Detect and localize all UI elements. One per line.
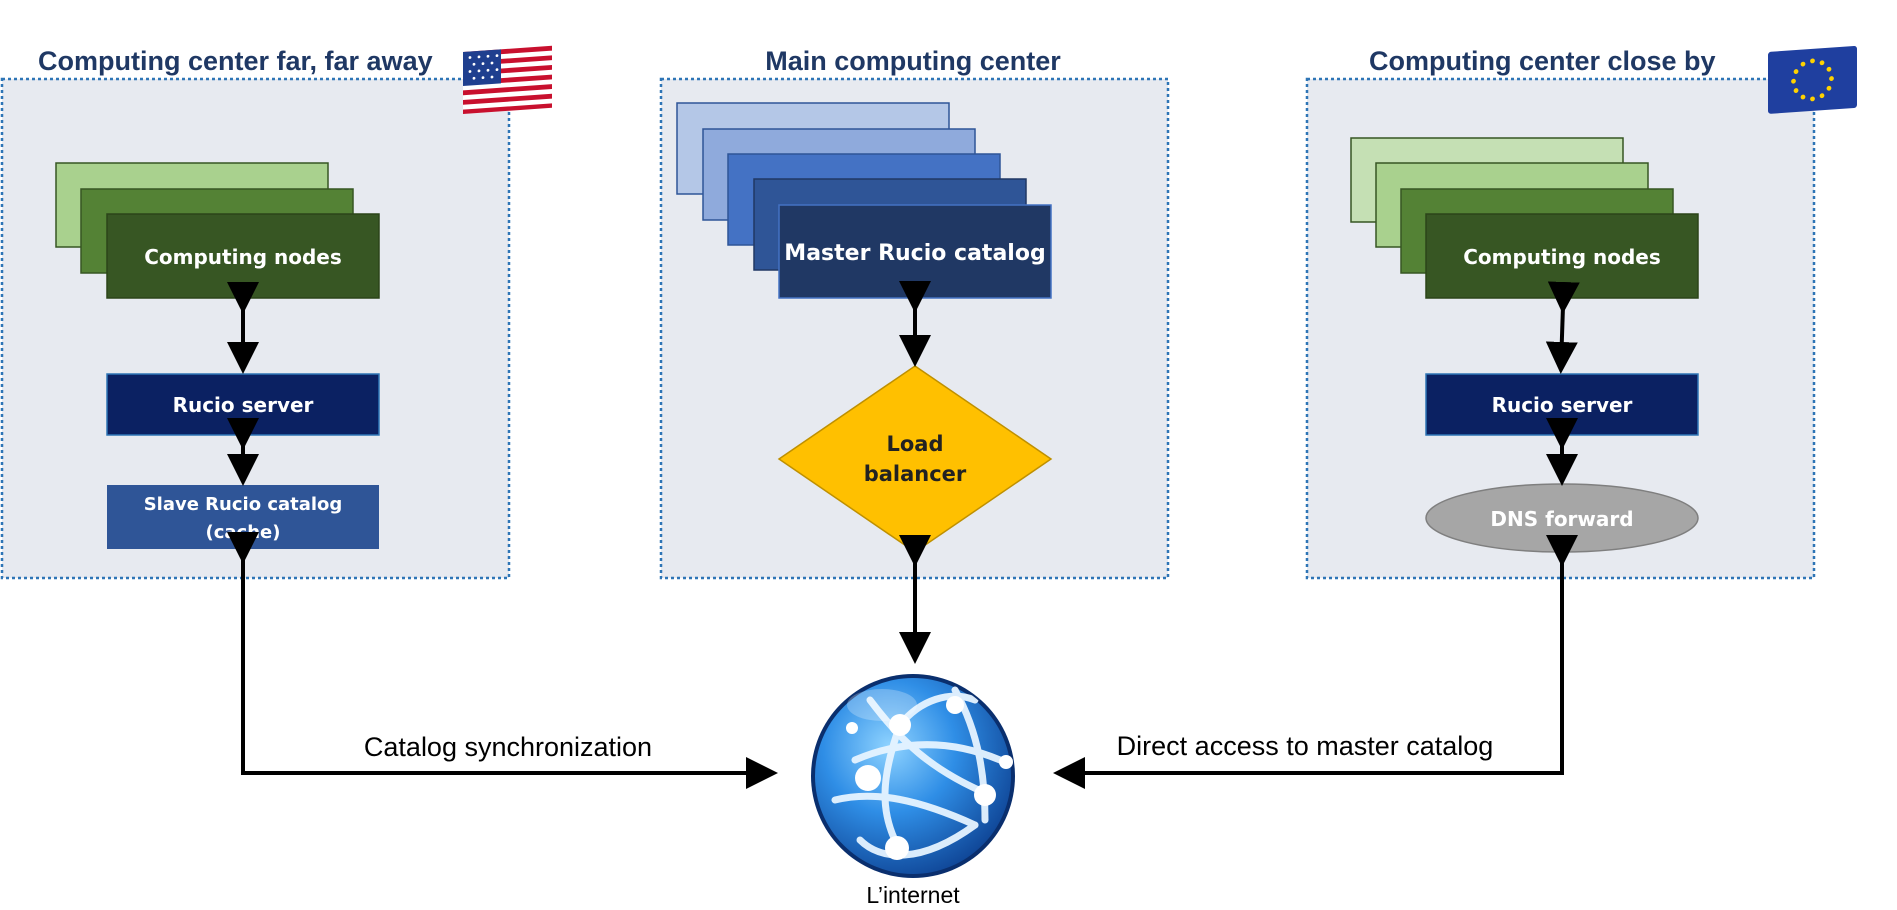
globe-icon: [811, 674, 1015, 878]
eu-star-icon: [1793, 88, 1799, 93]
close-rucio-server-label: Rucio server: [1492, 393, 1633, 417]
us-flag-icon: [463, 45, 552, 114]
load-balancer-label-line2: balancer: [864, 462, 967, 486]
far-computing-nodes-label: Computing nodes: [144, 245, 342, 269]
eu-star-icon: [1826, 66, 1832, 72]
close-center-title: Computing center close by: [1369, 46, 1716, 76]
eu-star-icon: [1793, 69, 1799, 74]
eu-star-icon: [1829, 76, 1834, 81]
direct-access-arrow: [1053, 535, 1578, 789]
eu-flag-icon: [1768, 45, 1857, 114]
eu-star-icon: [1819, 93, 1825, 99]
eu-star-icon: [1826, 85, 1832, 91]
far-slave-catalog-label-line2: (cache): [206, 522, 281, 543]
far-slave-catalog-label-line1: Slave Rucio catalog: [144, 494, 343, 515]
eu-star-icon: [1819, 60, 1825, 66]
close-nodes-server-arrow: [1545, 281, 1580, 374]
eu-star-icon: [1800, 94, 1806, 100]
far-rucio-server-label: Rucio server: [173, 393, 314, 417]
load-balancer-label-line1: Load: [886, 432, 943, 456]
catalog-sync-arrow: [227, 532, 778, 789]
eu-star-icon: [1810, 58, 1815, 64]
eu-star-icon: [1791, 78, 1796, 84]
eu-star-icon: [1810, 96, 1815, 102]
dns-forward-label: DNS forward: [1490, 507, 1633, 531]
direct-access-label: Direct access to master catalog: [1117, 731, 1494, 761]
close-computing-nodes-label: Computing nodes: [1463, 245, 1661, 269]
main-center-title: Main computing center: [765, 46, 1061, 76]
catalog-sync-label: Catalog synchronization: [364, 732, 652, 762]
eu-star-icon: [1800, 61, 1806, 67]
internet-label: L’internet: [866, 882, 960, 908]
master-rucio-catalog-label: Master Rucio catalog: [784, 241, 1045, 266]
far-center-title: Computing center far, far away: [38, 46, 433, 76]
